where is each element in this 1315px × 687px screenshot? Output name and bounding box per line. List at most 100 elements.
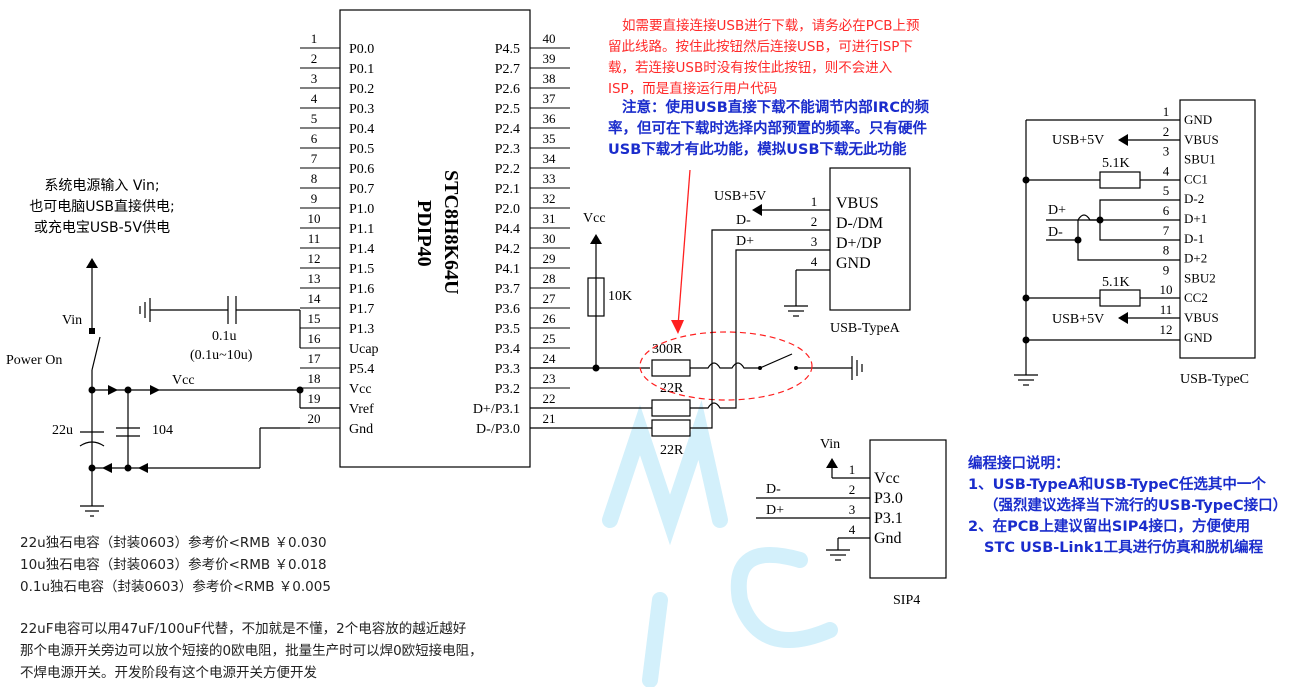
typec-pin-number: 5 xyxy=(1163,183,1170,198)
sip4-pin-label: P3.0 xyxy=(874,490,903,507)
mcu-pin-label: P2.7 xyxy=(495,62,520,77)
programming-line: STC USB-Link1工具进行仿真和脱机编程 xyxy=(984,540,1264,556)
vin-arrow-icon xyxy=(86,258,98,268)
note-arrow-line xyxy=(677,169,691,327)
sip4-pin-number: 1 xyxy=(849,462,856,477)
price-line: 0.1u独石电容（封装0603）参考价<RMB ￥0.005 xyxy=(20,579,331,595)
mcu-pin-label: P3.3 xyxy=(495,362,520,377)
typec-pin-number: 1 xyxy=(1163,104,1170,119)
typec-pin-number: 8 xyxy=(1163,243,1170,258)
note-arrow-icon xyxy=(671,320,684,334)
mcu-pin-number: 32 xyxy=(543,191,556,206)
vcc-arrow-icon xyxy=(590,234,602,244)
mcu-pin-number: 24 xyxy=(543,351,557,366)
mcu-pin-number: 17 xyxy=(308,351,322,366)
typec-pin-label: D+1 xyxy=(1184,211,1207,226)
sip4-dplus-label: D+ xyxy=(766,503,784,518)
mcu-pin-label: P0.3 xyxy=(349,102,374,117)
typec-pin-number: 3 xyxy=(1163,144,1170,159)
typec-pin-number: 4 xyxy=(1163,163,1170,178)
tip-line: 22uF电容可以用47uF/100uF代替，不加就是不懂，2个电容放的越近越好 xyxy=(20,621,467,637)
typea-dplus-label: D+ xyxy=(736,234,754,249)
mcu-pin-label: P2.6 xyxy=(495,82,520,97)
typea-pin-label: D-/DM xyxy=(836,215,883,232)
typec-usb5v-top-arrow-icon xyxy=(1118,134,1128,146)
power-input-line: 系统电源输入 Vin; xyxy=(44,178,160,194)
mcu-name: STC8H8K64U xyxy=(440,170,462,294)
mcu-pin-label: P1.4 xyxy=(349,242,374,257)
mcu-pin-label: P1.7 xyxy=(349,302,374,317)
tip-line: 不焊电源开关。开发阶段有这个电源开关方便开发 xyxy=(20,665,317,681)
r22-dplus-resistor xyxy=(651,399,691,417)
red-note-line: 留此线路。按住此按钮然后连接USB，可进行ISP下 xyxy=(608,39,913,55)
mcu-pin-number: 3 xyxy=(311,71,318,86)
vcc-net-label: Vcc xyxy=(172,373,195,388)
mcu-pin-number: 30 xyxy=(543,231,556,246)
mcu-pin-number: 6 xyxy=(311,131,318,146)
mcu-pin-label: P0.4 xyxy=(349,122,374,137)
mcu-pin-number: 33 xyxy=(543,171,556,186)
typea-pin-label: GND xyxy=(836,255,871,272)
mcu-pin-number: 37 xyxy=(543,91,557,106)
mcu-pin-number: 27 xyxy=(543,291,557,306)
programming-line: 编程接口说明： xyxy=(968,456,1070,472)
typec-pin-label: SBU2 xyxy=(1184,270,1216,285)
mcu-pin-label: Vref xyxy=(349,402,374,417)
typec-pin-label: GND xyxy=(1184,112,1212,127)
typec-pin-label: SBU1 xyxy=(1184,152,1216,167)
cc1-resistor xyxy=(1099,171,1141,189)
typec-pin-label: CC1 xyxy=(1184,171,1208,186)
typec-pin-label: CC2 xyxy=(1184,290,1208,305)
mcu-pin-number: 22 xyxy=(543,391,556,406)
blue-note-line: 注意：使用USB直接下载不能调节内部IRC的频 xyxy=(622,100,929,116)
price-line: 22u独石电容（封装0603）参考价<RMB ￥0.030 xyxy=(20,535,327,551)
typea-pin-label: VBUS xyxy=(836,195,879,212)
vin-label: Vin xyxy=(62,313,82,328)
mcu-pin-label: P2.0 xyxy=(495,202,520,217)
sip4-pin-number: 3 xyxy=(849,502,856,517)
mcu-pin-label: P2.1 xyxy=(495,182,520,197)
r22-dminus-resistor xyxy=(651,419,691,437)
mcu-pin-label: P1.5 xyxy=(349,262,374,277)
typec-pin-number: 11 xyxy=(1160,302,1173,317)
mcu-pin-number: 40 xyxy=(543,31,556,46)
watermark-icon xyxy=(602,400,838,687)
mcu-pin-number: 9 xyxy=(311,191,318,206)
power-input-line: 也可电脑USB直接供电; xyxy=(29,199,175,215)
mcu-pin-label: P4.5 xyxy=(495,42,520,57)
typec-dplus-label: D+ xyxy=(1048,203,1066,218)
mcu-pin-label: D-/P3.0 xyxy=(476,422,520,437)
blue-note-line: USB下载才有此功能，模拟USB下载无此功能 xyxy=(608,142,907,158)
mcu-pin-label: P3.7 xyxy=(495,282,520,297)
irc-warning-note: 注意：使用USB直接下载不能调节内部IRC的频 率，但可在下载时选择内部预置的频… xyxy=(608,98,973,161)
typec-pin-label: D-2 xyxy=(1184,191,1204,206)
mcu-package: PDIP40 xyxy=(413,200,435,267)
programming-line: （强烈建议选择当下流行的USB-TypeC接口） xyxy=(984,498,1288,514)
mcu-pin-number: 31 xyxy=(543,211,556,226)
usb5v-arrow-icon xyxy=(752,204,762,216)
sip4-vin-label: Vin xyxy=(820,437,840,452)
vcc-flow-arrow-icon xyxy=(108,385,118,395)
mcu-left-pins: 1P0.02P0.13P0.24P0.35P0.46P0.57P0.68P0.7… xyxy=(300,31,379,437)
typec-usb5v-bottom-arrow-icon xyxy=(1118,312,1128,324)
mcu-pin-label: P0.5 xyxy=(349,142,374,157)
typec-r-top-label: 5.1K xyxy=(1102,156,1130,171)
sip4-pin-number: 2 xyxy=(849,482,856,497)
typec-pin-label: GND xyxy=(1184,330,1212,345)
mcu-pin-label: P1.3 xyxy=(349,322,374,337)
sip4-title: SIP4 xyxy=(893,593,920,608)
typec-usb5v-bottom-label: USB+5V xyxy=(1052,312,1104,327)
typec-pin-label: D-1 xyxy=(1184,231,1204,246)
mcu-pin-number: 23 xyxy=(543,371,556,386)
mcu-pin-label: P4.2 xyxy=(495,242,520,257)
typea-usb5v-label: USB+5V xyxy=(714,189,766,204)
cap-22u-label: 22u xyxy=(52,423,73,438)
mcu-pin-label: P2.5 xyxy=(495,102,520,117)
usb-download-note: 如需要直接连接USB进行下载，请务必在PCB上预 留此线路。按住此按钮然后连接U… xyxy=(608,16,973,100)
mcu-pin-label: P2.4 xyxy=(495,122,520,137)
sip4-pin-label: P3.1 xyxy=(874,510,903,527)
mcu-pin-number: 7 xyxy=(311,151,318,166)
mcu-pin-label: P4.1 xyxy=(495,262,520,277)
typec-pin-number: 9 xyxy=(1163,262,1170,277)
